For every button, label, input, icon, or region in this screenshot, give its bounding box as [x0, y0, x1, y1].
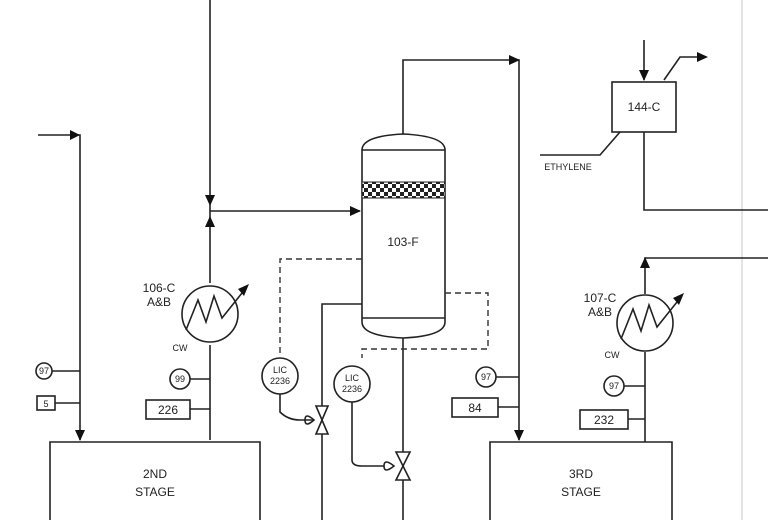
lic-right-l2: 2236 — [342, 384, 362, 394]
control-signal-lines — [279, 258, 489, 358]
exchanger-106c-tag: 106-C — [143, 281, 176, 295]
vessel-tag: 103-F — [387, 235, 418, 249]
right-instruments: 97 232 — [579, 375, 645, 430]
tag-5: 5 — [43, 399, 48, 409]
exchanger-106c-sub: A&B — [147, 295, 171, 309]
control-valve-left — [304, 405, 330, 435]
lic-left-l2: 2236 — [270, 376, 290, 386]
second-stage-block: 2ND STAGE — [49, 441, 261, 520]
exchanger-106c-cw: CW — [173, 343, 188, 353]
lic-right: LIC 2236 — [333, 365, 384, 467]
vessel-103f: 103-F — [361, 133, 446, 339]
unit-144c: 144-C ETHYLENE — [540, 40, 768, 211]
right-feed-line — [640, 257, 768, 442]
indicator-97-mid: 97 — [481, 372, 491, 382]
unit-144c-tag: 144-C — [628, 100, 661, 114]
vessel-side-line — [321, 303, 362, 520]
tag-84: 84 — [468, 401, 482, 415]
third-stage-line1: 3RD — [569, 467, 593, 481]
indicator-99: 99 — [175, 374, 185, 384]
exchanger-107c-tag: 107-C — [584, 291, 617, 305]
lic-left-l1: LIC — [273, 365, 288, 375]
left-instruments: 97 5 — [35, 362, 80, 411]
exchanger-107c-sub: A&B — [588, 305, 612, 319]
tag-232: 232 — [594, 413, 614, 427]
exchanger-107c: 107-C A&B CW — [584, 291, 684, 360]
indicator-97-left: 97 — [39, 366, 49, 376]
second-stage-line2: STAGE — [135, 485, 175, 499]
second-stage-line1: 2ND — [143, 467, 167, 481]
left-inlet-line — [38, 130, 85, 441]
tag-226: 226 — [158, 403, 178, 417]
vessel-overhead-line — [402, 55, 524, 441]
indicator-97-right: 97 — [609, 381, 619, 391]
third-stage-block: 3RD STAGE — [489, 441, 673, 520]
mid-instruments: 97 84 — [451, 366, 519, 418]
lic-left: LIC 2236 — [261, 357, 314, 421]
third-stage-line2: STAGE — [561, 485, 601, 499]
exchanger-106c-instruments: 99 226 — [145, 368, 210, 420]
exchanger-107c-cw: CW — [605, 350, 620, 360]
ethylene-label: ETHYLENE — [544, 162, 592, 172]
main-feed-line — [205, 0, 361, 440]
exchanger-106c: 106-C A&B CW — [143, 281, 249, 353]
lic-right-l1: LIC — [345, 373, 360, 383]
control-valve-right — [383, 451, 412, 481]
